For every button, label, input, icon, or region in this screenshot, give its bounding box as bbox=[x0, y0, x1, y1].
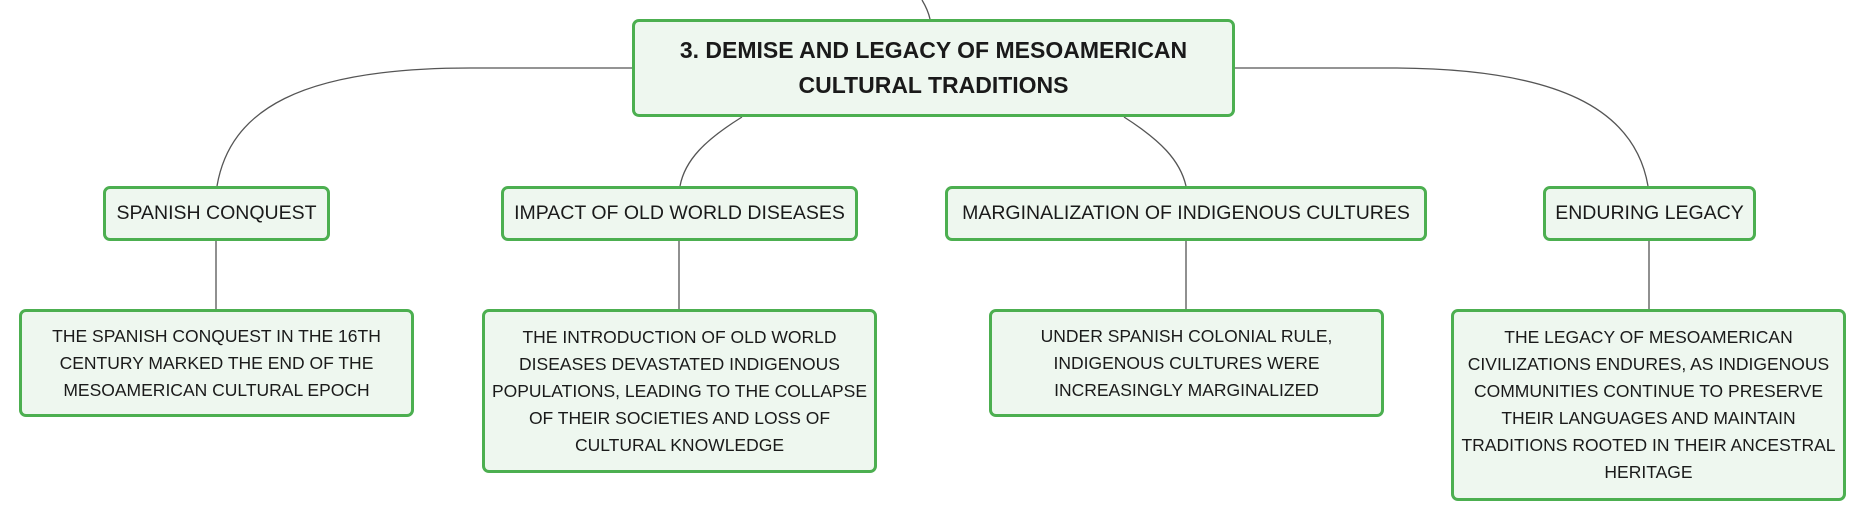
branch-label: MARGINALIZATION OF INDIGENOUS CULTURES bbox=[962, 202, 1410, 224]
connector-root-to-branch-4 bbox=[1235, 67, 1649, 187]
branch-label: SPANISH CONQUEST bbox=[116, 202, 317, 224]
root-topic-node[interactable]: 3. DEMISE AND LEGACY OF MESOAMERICAN CUL… bbox=[632, 19, 1235, 117]
connector-root-to-branch-2 bbox=[679, 116, 743, 187]
connector-parent-to-root bbox=[921, 0, 931, 20]
detail-node-enduring-legacy[interactable]: THE LEGACY OF MESOAMERICAN CIVILIZATIONS… bbox=[1451, 309, 1846, 501]
detail-text: THE INTRODUCTION OF OLD WORLD DISEASES D… bbox=[491, 326, 868, 455]
branch-label: ENDURING LEGACY bbox=[1555, 202, 1744, 224]
connector-root-to-branch-1 bbox=[216, 67, 632, 187]
detail-text: THE SPANISH CONQUEST IN THE 16TH CENTURY… bbox=[52, 325, 381, 400]
branch-node-old-world-diseases[interactable]: IMPACT OF OLD WORLD DISEASES bbox=[501, 186, 858, 241]
branch-node-marginalization[interactable]: MARGINALIZATION OF INDIGENOUS CULTURES bbox=[945, 186, 1427, 241]
detail-text: UNDER SPANISH COLONIAL RULE, INDIGENOUS … bbox=[1040, 325, 1333, 400]
detail-text: THE LEGACY OF MESOAMERICAN CIVILIZATIONS… bbox=[1461, 327, 1836, 482]
connector-root-to-branch-3 bbox=[1123, 116, 1187, 187]
branch-node-enduring-legacy[interactable]: ENDURING LEGACY bbox=[1543, 186, 1756, 241]
root-topic-title: 3. DEMISE AND LEGACY OF MESOAMERICAN CUL… bbox=[679, 37, 1188, 98]
branch-label: IMPACT OF OLD WORLD DISEASES bbox=[514, 202, 845, 224]
branch-node-spanish-conquest[interactable]: SPANISH CONQUEST bbox=[103, 186, 330, 241]
detail-node-spanish-conquest[interactable]: THE SPANISH CONQUEST IN THE 16TH CENTURY… bbox=[19, 309, 414, 417]
detail-node-old-world-diseases[interactable]: THE INTRODUCTION OF OLD WORLD DISEASES D… bbox=[482, 309, 877, 473]
detail-node-marginalization[interactable]: UNDER SPANISH COLONIAL RULE, INDIGENOUS … bbox=[989, 309, 1384, 417]
